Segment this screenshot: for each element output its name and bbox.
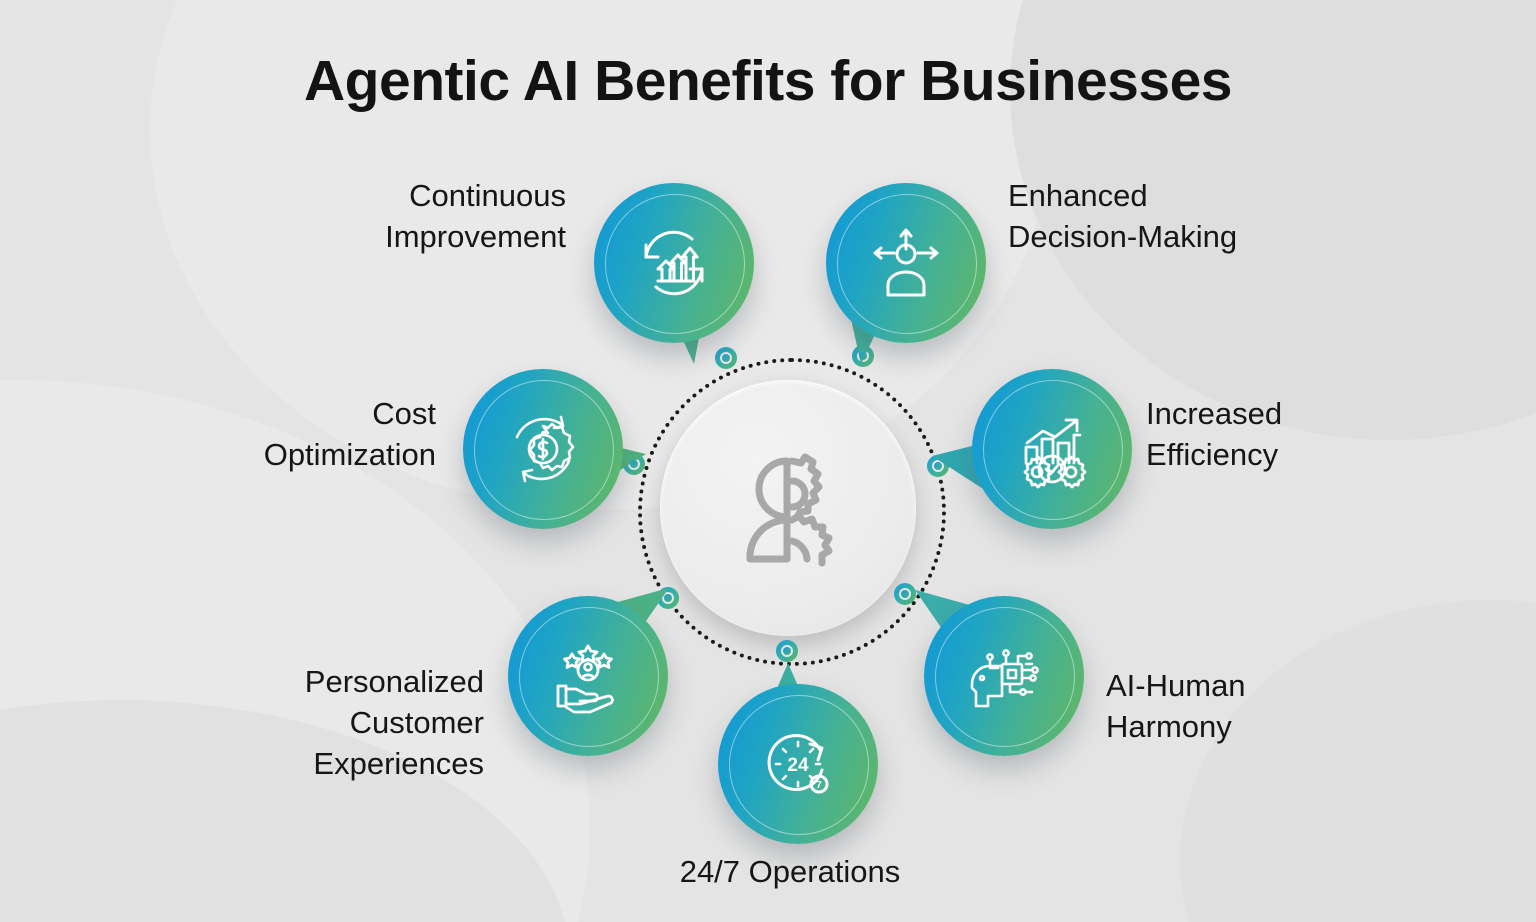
clock-24-7-icon: 24 7 [756, 722, 840, 806]
benefit-bubble-personalized-customer-experiences[interactable] [508, 596, 668, 756]
dollar-gear-cycle-icon [501, 407, 585, 491]
benefit-bubble-ai-human-harmony[interactable] [924, 596, 1084, 756]
benefit-bubble-enhanced-decision-making[interactable] [826, 183, 986, 343]
hub-node-personalized-customer-experiences [657, 587, 679, 609]
benefit-bubble-increased-efficiency[interactable] [972, 369, 1132, 529]
benefit-bubble-operations-24-7[interactable]: 24 7 [718, 684, 878, 844]
benefit-label-operations-24-7: 24/7 Operations [679, 854, 901, 889]
svg-text:24: 24 [787, 755, 809, 776]
benefit-label-personalized-customer-experiences: Personalized Customer Experiences [304, 664, 484, 781]
bubble-ring [983, 380, 1123, 520]
hand-person-stars-icon [546, 634, 630, 718]
head-circuit-icon [962, 634, 1046, 718]
growth-chart-refresh-icon [632, 221, 716, 305]
hub-node-continuous-improvement [715, 347, 737, 369]
benefit-label-ai-human-harmony: AI-Human Harmony [1106, 668, 1246, 744]
benefit-label-enhanced-decision-making: Enhanced Decision-Making [1008, 178, 1238, 254]
bubble-ring [605, 194, 745, 334]
benefit-label-increased-efficiency: Increased Efficiency [1146, 396, 1283, 472]
svg-text:7: 7 [816, 780, 822, 791]
bubble-ring [837, 194, 977, 334]
background-blob-bottom-right [1180, 600, 1536, 922]
hub-node-ai-human-harmony [894, 583, 916, 605]
person-arrows-icon [864, 221, 948, 305]
bubble-ring [474, 380, 614, 520]
human-head-gear-icon [730, 448, 850, 568]
benefit-label-continuous-improvement: Continuous Improvement [385, 178, 566, 254]
benefit-bubble-cost-optimization[interactable] [463, 369, 623, 529]
bubble-ring [935, 607, 1075, 747]
benefit-bubble-continuous-improvement[interactable] [594, 183, 754, 343]
bar-chart-gears-check-icon [1010, 407, 1094, 491]
page-title: Agentic AI Benefits for Businesses [304, 49, 1232, 113]
hub-node-operations-24-7 [776, 640, 798, 662]
benefit-label-cost-optimization: Cost Optimization [263, 396, 436, 472]
bubble-ring [519, 607, 659, 747]
bubble-ring [729, 695, 869, 835]
